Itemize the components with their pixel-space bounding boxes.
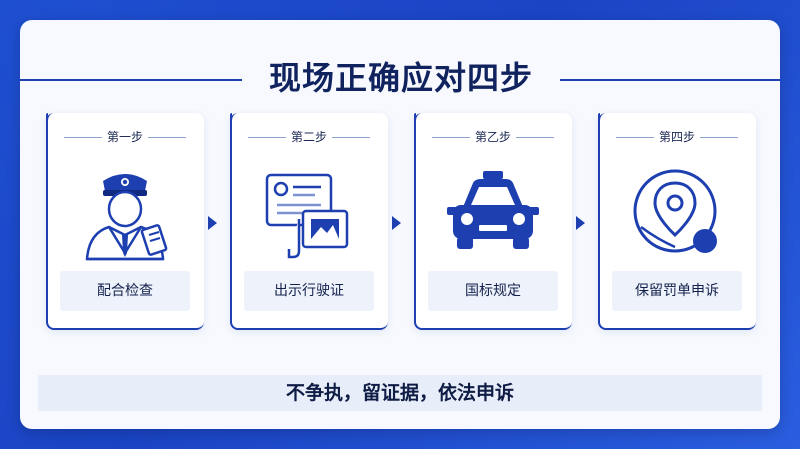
step-title: 国标规定 [428,271,558,311]
title-divider-left [20,79,242,81]
step-card-2: 第二步 出示行驶证 [230,113,388,330]
slogan-text: 不争执，留证据，依法申诉 [285,382,514,404]
taxi-icon [433,161,553,261]
step-number-label: 第四步 [658,130,695,144]
step-number-label: 第二步 [290,130,327,144]
step-header-3: 第乙步 [414,127,572,147]
arrow-right-icon [392,216,401,230]
title-divider-right [560,79,780,81]
arrow-right-icon [208,216,217,230]
main-panel: 现场正确应对四步 第一步 [20,20,780,429]
step-header-4: 第四步 [598,127,756,147]
location-pin-icon [617,161,737,261]
step-header-2: 第二步 [230,127,388,147]
step-card-1: 第一步 配合检查 [46,113,204,330]
title-row: 现场正确应对四步 [20,58,780,98]
step-card-4: 第四步 保留罚单申诉 [598,113,756,330]
step-header-1: 第一步 [46,127,204,147]
step-number-label: 第乙步 [474,130,511,144]
step-card-3: 第乙步 国标规定 [414,113,572,330]
step-title: 保留罚单申诉 [612,271,742,311]
document-icon [249,161,369,261]
step-title: 配合检查 [60,271,190,311]
page-title: 现场正确应对四步 [268,59,533,97]
step-number-label: 第一步 [106,130,143,144]
police-officer-icon [65,161,185,261]
slogan-bar: 不争执，留证据，依法申诉 [38,375,762,411]
arrow-right-icon [576,216,585,230]
step-title: 出示行驶证 [244,271,374,311]
